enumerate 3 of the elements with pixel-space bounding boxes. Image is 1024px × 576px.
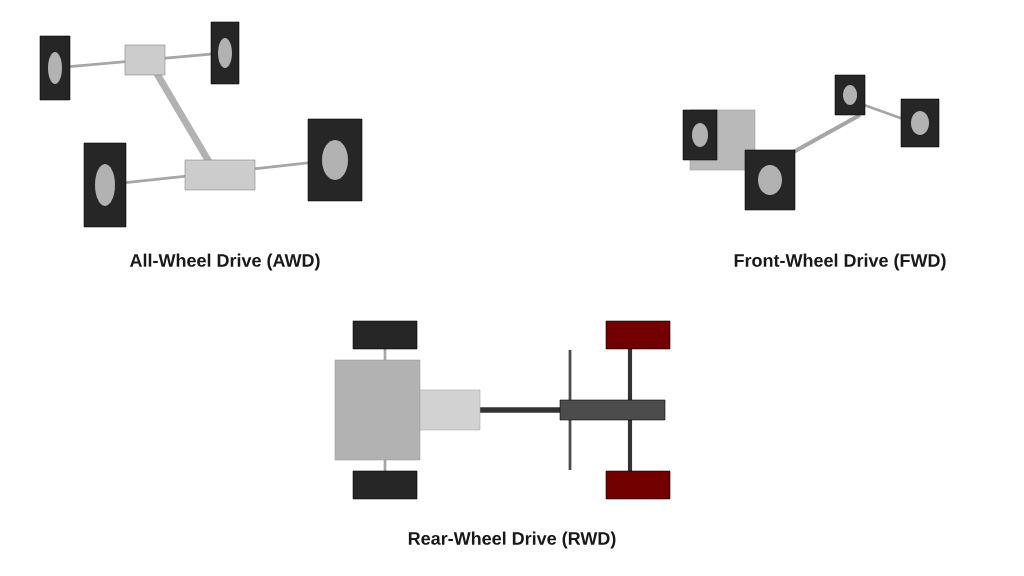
caption: Rear-Wheel Drive (RWD) — [408, 531, 616, 549]
caption: Front-Wheel Drive (FWD) — [734, 253, 946, 271]
caption: All-Wheel Drive (AWD) — [129, 253, 320, 271]
